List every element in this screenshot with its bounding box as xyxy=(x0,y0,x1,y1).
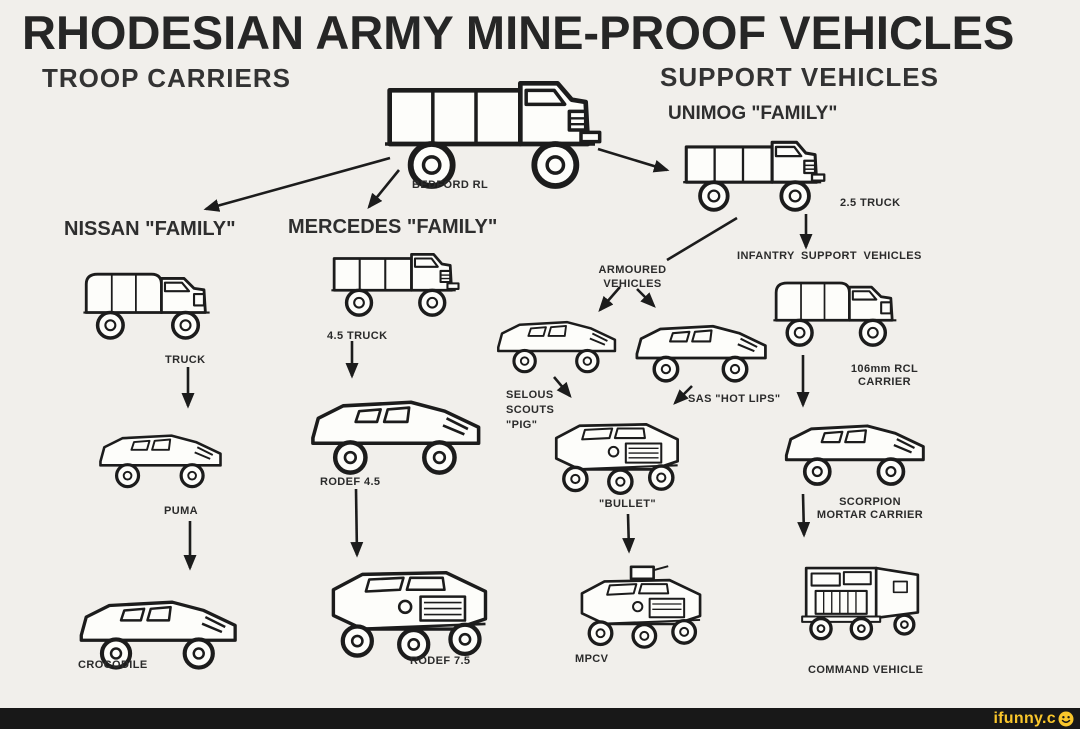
label-selous-line2: SCOUTS xyxy=(506,404,555,416)
label-crocodile: CROCODILE xyxy=(78,659,148,671)
watermark-text: ifunny.c xyxy=(993,709,1056,727)
label-106mm-rcl-carrier: 106mm RCL CARRIER xyxy=(842,363,927,389)
family-mercedes: MERCEDES "FAMILY" xyxy=(288,216,498,238)
section-troop-carriers: TROOP CARRIERS xyxy=(42,63,291,93)
watermark-bar: ifunny.c xyxy=(0,708,1080,729)
mercedes-45-truck-illustration xyxy=(330,230,482,334)
scorpion-mortar-carrier-illustration xyxy=(779,397,941,499)
label-command-vehicle: COMMAND VEHICLE xyxy=(808,664,924,676)
group-armoured-vehicles: ARMOURED VEHICLES xyxy=(580,263,685,291)
label-bedford-rl: BEDFORD RL xyxy=(412,179,489,191)
label-25-truck: 2.5 TRUCK xyxy=(840,197,901,209)
group-infantry-support: INFANTRY SUPPORT VEHICLES xyxy=(737,250,922,262)
label-selous-line1: SELOUS xyxy=(506,389,554,401)
label-selous-scouts-pig: SELOUS SCOUTS "PIG" xyxy=(506,388,554,433)
label-truck: TRUCK xyxy=(165,354,206,366)
label-rodef-75: RODEF 7.5 xyxy=(410,655,471,667)
crocodile-illustration xyxy=(73,563,255,691)
bullet-illustration xyxy=(544,392,694,510)
puma-illustration xyxy=(94,400,236,510)
label-rodef-45: RODEF 4.5 xyxy=(320,476,381,488)
label-puma: PUMA xyxy=(164,505,198,517)
unimog-25-truck-illustration xyxy=(676,127,856,219)
106mm-rcl-carrier-illustration xyxy=(772,263,924,361)
sas-hot-lips-illustration xyxy=(630,293,782,401)
label-selous-line3: "PIG" xyxy=(506,419,538,431)
label-scorpion-line1: SCORPION xyxy=(839,496,901,508)
label-scorpion-line2: MORTAR CARRIER xyxy=(816,509,924,521)
rodef-75-illustration xyxy=(318,547,506,665)
command-vehicle-illustration xyxy=(786,533,934,661)
nissan-truck-illustration xyxy=(82,250,238,358)
label-rcl-line2: CARRIER xyxy=(858,376,911,388)
label-scorpion-mortar-carrier: SCORPION MORTAR CARRIER xyxy=(810,496,930,522)
page-title: RHODESIAN ARMY MINE-PROOF VEHICLES xyxy=(22,6,1015,59)
label-rcl-line1: 106mm RCL xyxy=(850,363,919,375)
mpcv-illustration xyxy=(570,543,716,669)
label-bullet: "BULLET" xyxy=(599,498,657,510)
label-sas-hot-lips: SAS "HOT LIPS" xyxy=(688,393,781,405)
group-armoured-line1: ARMOURED xyxy=(598,264,667,276)
bedford-rl-illustration xyxy=(362,60,660,200)
label-mpcv: MPCV xyxy=(575,653,609,665)
rodef-45-illustration xyxy=(304,373,500,485)
family-unimog: UNIMOG "FAMILY" xyxy=(668,103,838,124)
selous-scouts-pig-illustration xyxy=(492,290,630,392)
group-armoured-line2: VEHICLES xyxy=(603,278,662,290)
label-45-truck: 4.5 TRUCK xyxy=(327,330,388,342)
smiley-icon xyxy=(1058,711,1074,726)
family-nissan: NISSAN "FAMILY" xyxy=(64,218,236,240)
section-support-vehicles: SUPPORT VEHICLES xyxy=(660,62,939,92)
